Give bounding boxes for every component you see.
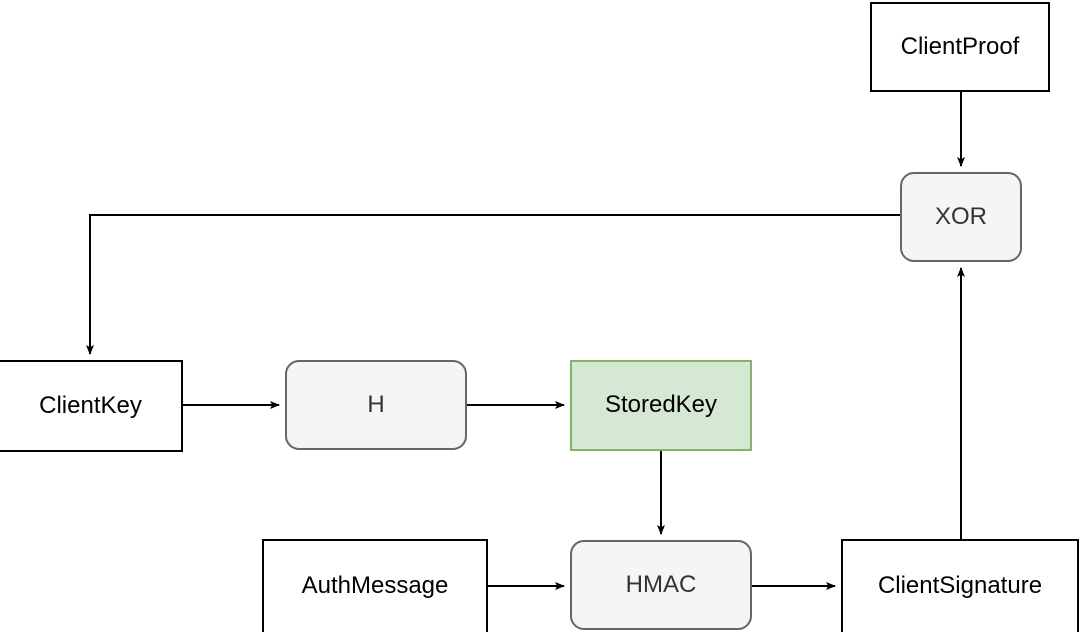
- node-label-clientsignature: ClientSignature: [877, 572, 1043, 600]
- node-label-xor: XOR: [934, 202, 987, 230]
- node-label-hmac: HMAC: [625, 570, 697, 598]
- node-h[interactable]: H: [285, 360, 467, 450]
- node-label-authmessage: AuthMessage: [301, 572, 449, 600]
- node-label-storedkey: StoredKey: [604, 391, 718, 419]
- node-clientsignature[interactable]: ClientSignature: [841, 539, 1079, 632]
- node-label-h: H: [367, 390, 385, 418]
- node-label-clientkey: ClientKey: [39, 391, 142, 419]
- node-clientproof[interactable]: ClientProof: [870, 2, 1050, 92]
- node-label-clientproof: ClientProof: [900, 32, 1020, 60]
- edge-xor-to-clientkey: [86, 214, 900, 355]
- node-storedkey[interactable]: StoredKey: [570, 360, 752, 451]
- node-hmac[interactable]: HMAC: [570, 540, 752, 630]
- node-xor[interactable]: XOR: [900, 172, 1022, 262]
- edge-group: [86, 92, 965, 590]
- node-authmessage[interactable]: AuthMessage: [262, 539, 488, 632]
- node-clientkey[interactable]: ClientKey: [0, 360, 183, 452]
